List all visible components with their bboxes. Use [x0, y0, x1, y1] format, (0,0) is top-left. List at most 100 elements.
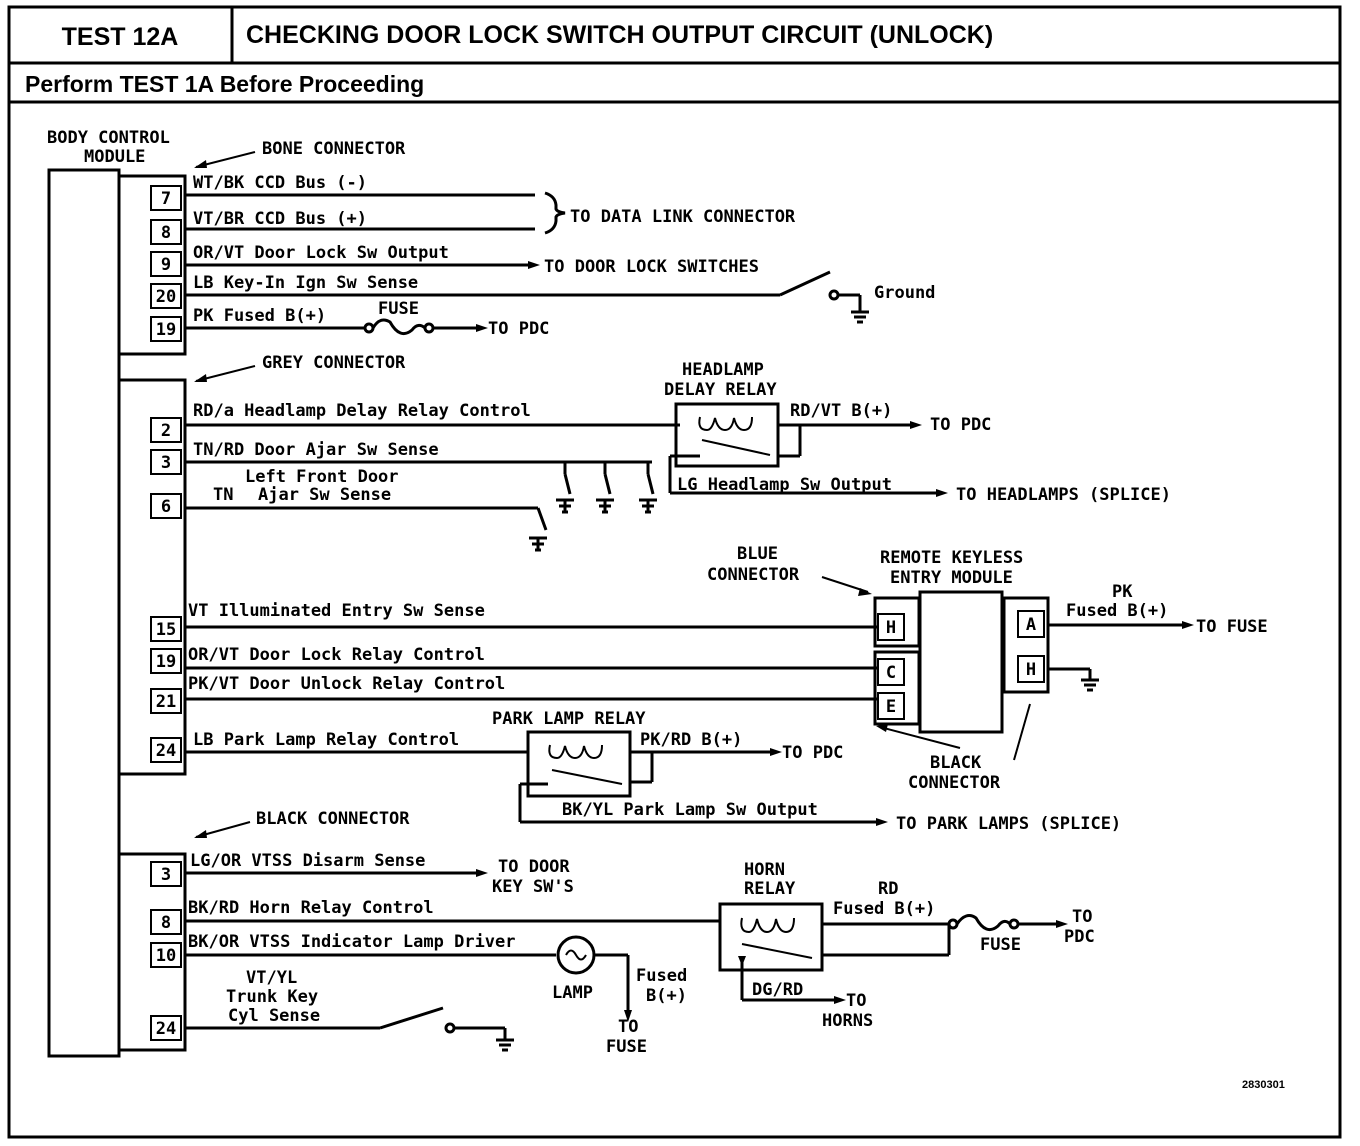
- horn-relay: [718, 902, 824, 972]
- to-door-key-2: KEY SW'S: [492, 877, 574, 897]
- ground-label: Ground: [874, 283, 935, 303]
- pkrd-label: PK/RD B(+): [640, 730, 742, 750]
- trunk-label-1: VT/YL: [246, 968, 297, 988]
- black-wire-10: BK/OR VTSS Indicator Lamp Driver: [188, 932, 516, 952]
- test-title: CHECKING DOOR LOCK SWITCH OUTPUT CIRCUIT…: [246, 21, 993, 49]
- bone-pins: 7 8 9 20 19: [150, 185, 182, 342]
- black-wire-3: LG/OR VTSS Disarm Sense: [190, 851, 425, 871]
- svg-text:24: 24: [156, 741, 176, 761]
- to-park-lamps: TO PARK LAMPS (SPLICE): [896, 814, 1121, 834]
- grey-to-pdc: TO PDC: [930, 415, 991, 435]
- to-data-link: TO DATA LINK CONNECTOR: [570, 207, 796, 227]
- lamp-label: LAMP: [552, 983, 593, 1003]
- svg-text:15: 15: [156, 620, 176, 640]
- outer-frame: [7, 5, 1342, 1139]
- to-fuse-1: TO: [618, 1017, 638, 1037]
- bone-connector-label: BONE CONNECTOR: [262, 139, 406, 159]
- svg-text:8: 8: [161, 913, 171, 933]
- svg-text:2: 2: [161, 421, 171, 441]
- svg-text:E: E: [886, 697, 896, 717]
- black-wire-8: BK/RD Horn Relay Control: [188, 898, 434, 918]
- black-connector-rke-2: CONNECTOR: [908, 773, 1001, 793]
- bone-wire-7: WT/BK CCD Bus (-): [193, 173, 367, 193]
- park-relay-label: PARK LAMP RELAY: [492, 709, 646, 729]
- rke-right-connector: [1002, 596, 1050, 694]
- pk-label: PK: [1112, 582, 1133, 602]
- bkyl-label: BK/YL Park Lamp Sw Output: [562, 800, 818, 820]
- svg-text:3: 3: [161, 865, 171, 885]
- grey-wire-15: VT Illuminated Entry Sw Sense: [188, 601, 485, 621]
- black-connector: [117, 852, 187, 1052]
- to-pdc-label-2: PDC: [1064, 927, 1095, 947]
- lf-door-label-2b: Ajar Sw Sense: [258, 485, 391, 505]
- fused-label-1: Fused: [636, 966, 687, 986]
- svg-text:6: 6: [161, 497, 171, 517]
- trunk-label-3: Cyl Sense: [228, 1006, 320, 1026]
- rd-label: RD: [878, 879, 898, 899]
- lf-door-label-1: Left Front Door: [245, 467, 399, 487]
- headlamp-relay-label-1: HEADLAMP: [682, 360, 764, 380]
- to-fuse-2: FUSE: [606, 1037, 647, 1057]
- bone-wire-20: LB Key-In Ign Sw Sense: [193, 273, 418, 293]
- bcm-label-1: BODY CONTROL: [47, 128, 170, 148]
- svg-text:7: 7: [161, 189, 171, 209]
- bone-wire-8: VT/BR CCD Bus (+): [193, 209, 367, 229]
- svg-text:H: H: [1026, 660, 1036, 680]
- headlamp-relay-label-2: DELAY RELAY: [664, 380, 777, 400]
- to-horns-2: HORNS: [822, 1011, 873, 1031]
- dgrd-label: DG/RD: [752, 980, 803, 1000]
- lg-headlamp-output: LG Headlamp Sw Output: [677, 475, 892, 495]
- bone-wire-19: PK Fused B(+): [193, 306, 326, 326]
- to-horns-1: TO: [846, 991, 866, 1011]
- svg-text:8: 8: [161, 223, 171, 243]
- to-door-lock-switches: TO DOOR LOCK SWITCHES: [544, 257, 759, 277]
- trunk-label-2: Trunk Key: [226, 987, 318, 1007]
- bone-wire-9: OR/VT Door Lock Sw Output: [193, 243, 449, 263]
- fused-label-2: B(+): [646, 986, 687, 1006]
- test-subtitle: Perform TEST 1A Before Proceeding: [25, 71, 424, 97]
- remote-keyless-entry-module: [918, 590, 1004, 734]
- blue-connector-label-2: CONNECTOR: [707, 565, 800, 585]
- svg-text:19: 19: [156, 320, 176, 340]
- headlamp-delay-relay: [674, 402, 780, 468]
- to-headlamps: TO HEADLAMPS (SPLICE): [956, 485, 1171, 505]
- rd-fused-label: Fused B(+): [833, 899, 935, 919]
- svg-text:24: 24: [156, 1019, 176, 1039]
- black-rke-connector: [873, 650, 921, 726]
- pk-fused-label: Fused B(+): [1066, 601, 1168, 621]
- blue-connector-label-1: BLUE: [737, 544, 778, 564]
- grey-to-pdc-2: TO PDC: [782, 743, 843, 763]
- bcm-label-2: MODULE: [84, 147, 145, 167]
- grey-wire-3: TN/RD Door Ajar Sw Sense: [193, 440, 439, 460]
- svg-text:C: C: [886, 663, 896, 683]
- svg-text:A: A: [1026, 615, 1036, 635]
- park-lamp-relay: [526, 730, 632, 798]
- grey-wire-19: OR/VT Door Lock Relay Control: [188, 645, 485, 665]
- svg-text:21: 21: [156, 692, 176, 712]
- black-pins: 3 8 10 24: [150, 861, 182, 1041]
- to-fuse-label: TO FUSE: [1196, 617, 1268, 637]
- blue-connector: [873, 596, 921, 648]
- svg-text:20: 20: [156, 287, 176, 307]
- lf-door-label-2a: TN: [213, 485, 233, 505]
- svg-text:H: H: [886, 618, 896, 638]
- grey-wire-24: LB Park Lamp Relay Control: [193, 730, 459, 750]
- horn-relay-label-2: RELAY: [744, 879, 796, 899]
- horn-fuse-label: FUSE: [980, 935, 1021, 955]
- to-door-key-1: TO DOOR: [498, 857, 570, 877]
- figure-id: 2830301: [1242, 1079, 1285, 1091]
- black-connector-label: BLACK CONNECTOR: [256, 809, 410, 829]
- rdvt-label: RD/VT B(+): [790, 401, 892, 421]
- svg-text:9: 9: [161, 255, 171, 275]
- grey-connector-label: GREY CONNECTOR: [262, 353, 406, 373]
- grey-wire-21: PK/VT Door Unlock Relay Control: [188, 674, 505, 694]
- grey-wire-2: RD/a Headlamp Delay Relay Control: [193, 401, 531, 421]
- rke-label-2: ENTRY MODULE: [890, 568, 1013, 588]
- horn-relay-label-1: HORN: [744, 860, 785, 880]
- black-connector-rke-1: BLACK: [930, 753, 982, 773]
- test-id: TEST 12A: [62, 23, 179, 51]
- svg-text:3: 3: [161, 453, 171, 473]
- svg-text:19: 19: [156, 652, 176, 672]
- to-pdc-label-1: TO: [1072, 907, 1092, 927]
